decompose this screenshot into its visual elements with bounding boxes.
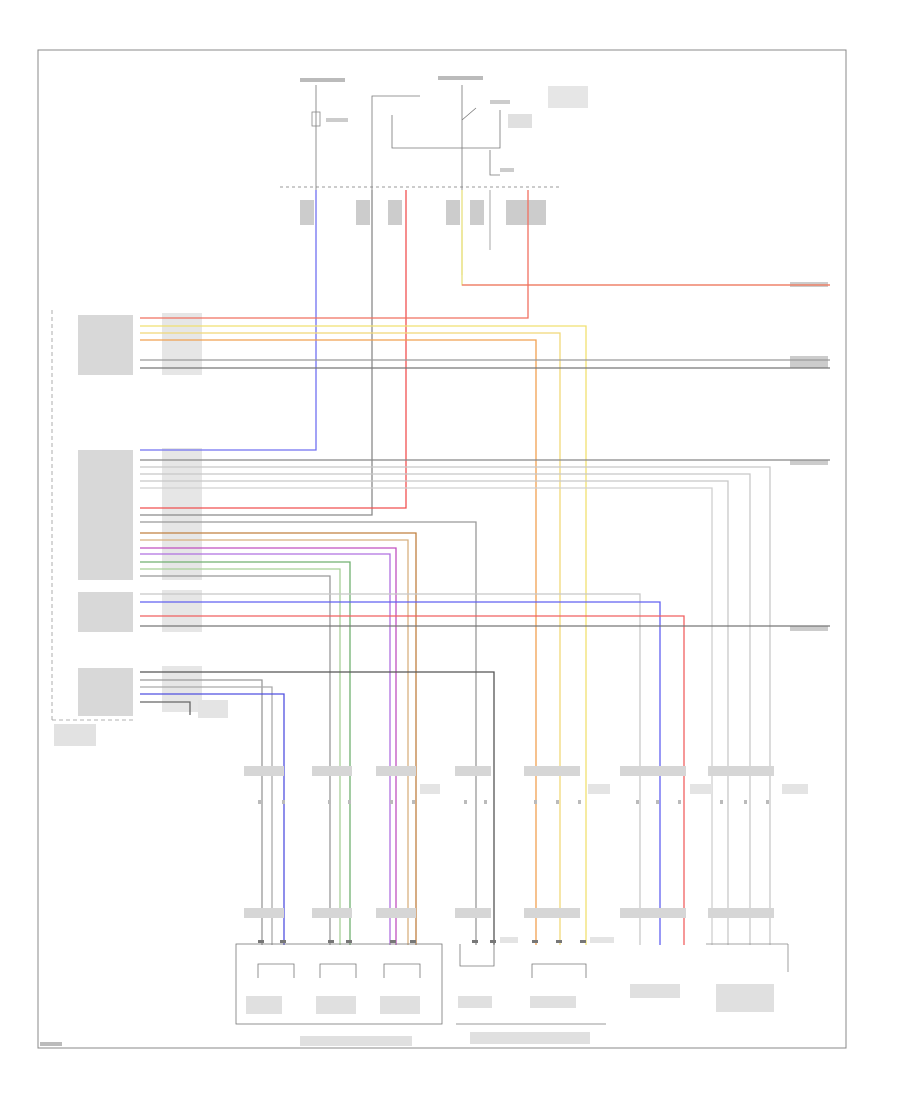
bottom-pin-markers — [258, 940, 586, 943]
pressure-valve-labels — [458, 996, 590, 1044]
top-connector-labels — [300, 200, 546, 225]
wire-red-2 — [140, 615, 685, 945]
wire-blue-2 — [140, 601, 661, 945]
sensor-labels — [630, 984, 774, 1012]
wire-blue-3 — [140, 693, 285, 945]
wire-lgray-1 — [140, 466, 771, 945]
wire-gray-5 — [140, 679, 263, 945]
control-module-box — [51, 310, 135, 721]
wire-red-b — [140, 190, 529, 319]
mid-connector-labels — [244, 766, 774, 776]
module-pin-labels — [78, 315, 133, 716]
front-control-valve — [235, 943, 443, 1025]
wire-gray-top — [140, 190, 373, 516]
wire-green — [140, 561, 351, 945]
power-supply-labels — [300, 76, 588, 172]
wire-code-labels — [162, 313, 202, 712]
mid-connector-ids — [420, 784, 808, 794]
wire-purple — [140, 547, 397, 945]
wire-lgray-6 — [140, 686, 273, 945]
wire-brown — [140, 532, 417, 945]
wire-harness — [140, 190, 830, 945]
lower-connector-labels — [244, 908, 774, 918]
wire-red-top — [140, 190, 407, 509]
wire-lbrown — [140, 539, 409, 945]
diagram-id — [40, 1042, 62, 1046]
wire-yellow-1 — [140, 325, 587, 945]
wire-orange — [140, 339, 537, 945]
front-valve-labels — [246, 996, 420, 1046]
wire-dgray-3 — [140, 701, 191, 715]
wire-blue-top — [140, 190, 317, 451]
wire-lgray-3 — [140, 480, 729, 945]
wire-dgray-sol — [140, 521, 477, 945]
lower-pin-ids — [500, 937, 614, 943]
power-supply-area — [280, 85, 560, 190]
sensor-blocks — [706, 943, 789, 972]
wire-lgray-5 — [140, 593, 641, 945]
pressure-control-valve — [456, 944, 606, 1025]
wire-dgray-2 — [140, 671, 495, 945]
module-name-label — [54, 724, 96, 746]
diagram-frame — [37, 49, 847, 1049]
wire-yellow-2 — [140, 332, 561, 945]
right-edge-labels — [790, 282, 828, 631]
wire-violet — [140, 553, 391, 945]
wire-lgray-2 — [140, 473, 751, 945]
wire-gray-v — [140, 575, 331, 945]
wire-lgreen — [140, 568, 341, 945]
ground-label — [198, 700, 228, 718]
mid-pin-numbers — [258, 800, 769, 804]
